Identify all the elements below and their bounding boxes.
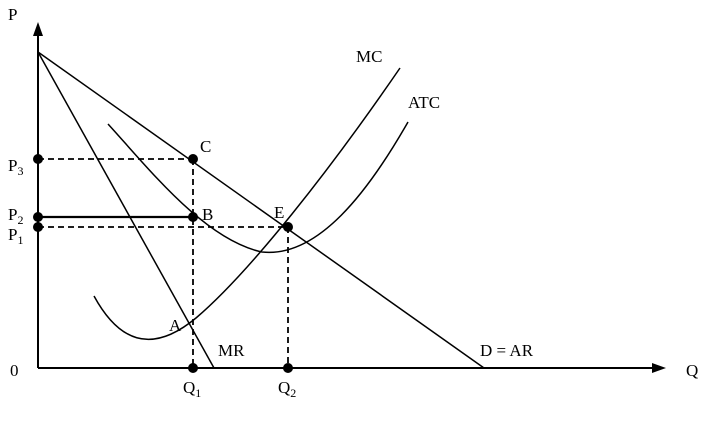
p3-label: P3 — [8, 156, 23, 178]
point-a-label: A — [169, 316, 182, 335]
point-c-label: C — [200, 137, 211, 156]
y-axis-arrowhead — [33, 22, 43, 36]
mc-label: MC — [356, 47, 382, 66]
point-b-label: B — [202, 205, 213, 224]
q1-label: Q1 — [183, 378, 201, 400]
p1-axis-dot — [33, 222, 43, 232]
y-axis-label: P — [8, 5, 17, 24]
origin-label: 0 — [10, 361, 19, 380]
demand-label: D = AR — [480, 341, 534, 360]
point-e-dot — [283, 222, 293, 232]
mr-label: MR — [218, 341, 245, 360]
x-axis-label: Q — [686, 361, 698, 380]
p3-axis-dot — [33, 154, 43, 164]
point-c-dot — [188, 154, 198, 164]
q1-axis-dot — [188, 363, 198, 373]
marginal-cost-curve — [93, 67, 401, 341]
p2-axis-dot — [33, 212, 43, 222]
average-total-cost-curve — [107, 121, 409, 254]
demand-curve — [37, 51, 485, 369]
x-axis-arrowhead — [652, 363, 666, 373]
marginal-revenue-curve — [37, 51, 215, 369]
q2-axis-dot — [283, 363, 293, 373]
q2-label: Q2 — [278, 378, 296, 400]
atc-label: ATC — [408, 93, 440, 112]
p2-label: P2 — [8, 205, 23, 227]
p1-label: P1 — [8, 225, 23, 247]
point-b-dot — [188, 212, 198, 222]
point-e-label: E — [274, 203, 284, 222]
